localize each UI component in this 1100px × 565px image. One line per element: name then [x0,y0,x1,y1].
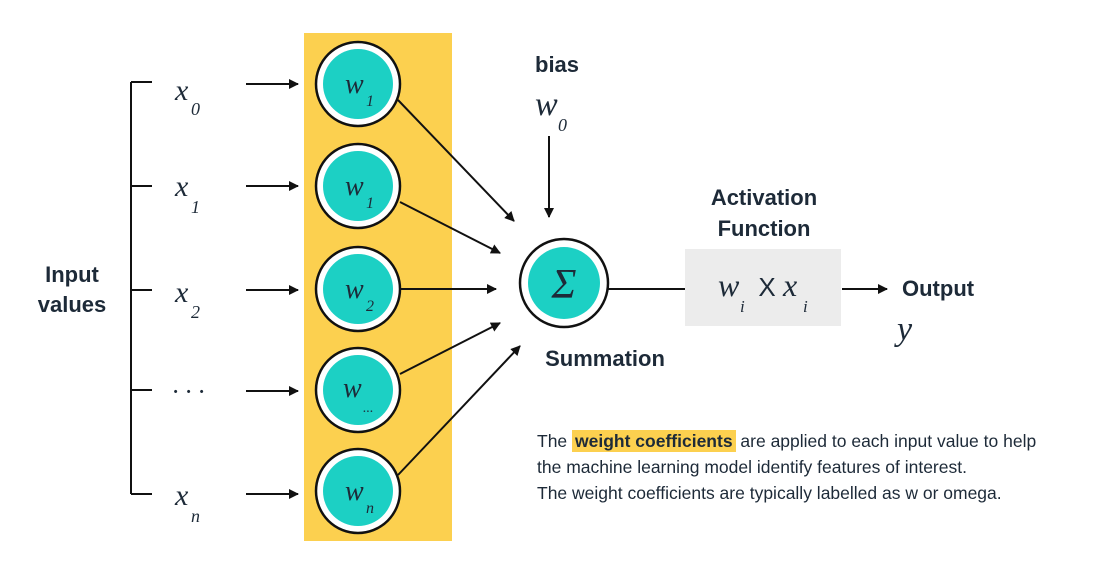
weight-subscript: n [366,500,374,517]
note-prefix: The [537,431,573,451]
weight-coefficients-highlight: weight coefficients [572,430,736,452]
weight-to-sum-arrow [397,345,521,476]
input-x1: x 1 [174,170,200,217]
input-xn: x n [174,479,200,526]
summation-label: Summation [545,346,665,371]
bias-subscript: 0 [558,115,567,135]
weight-node-w1b: w 1 [314,142,402,230]
activation-times: X [758,272,775,302]
bias-label: bias [535,52,579,77]
summation-node: Σ [518,237,610,329]
weight-to-sum-arrow [399,322,501,375]
input-symbol: x [174,276,189,309]
input-subscript: 0 [191,99,200,119]
input-symbol: x [174,170,189,203]
weight-symbol: w [343,373,362,404]
weight-node-wdots: w ... [314,346,402,434]
weight-to-sum-arrow [397,99,515,222]
weight-node-w2: w 2 [314,245,402,333]
input-symbol: x [174,74,189,107]
input-x2: x 2 [174,276,200,322]
input-symbol: x [174,479,189,512]
activation-w: w [718,267,740,303]
activation-w-subscript: i [740,297,745,316]
input-values-label-line2: values [38,292,107,317]
weight-symbol: w [345,171,364,202]
input-bracket [130,81,152,495]
weight-subscript: 1 [366,93,374,110]
input-ellipsis: · · · [172,377,205,406]
activation-x-subscript: i [803,297,808,316]
weight-symbol: w [345,476,364,507]
sigma-symbol: Σ [551,262,577,308]
activation-box [685,249,841,326]
note-suffix: are applied to each input value to help [735,431,1037,451]
input-subscript: 2 [191,302,200,322]
weight-symbol: w [345,69,364,100]
note-line-1: The weight coefficients are applied to e… [537,428,1097,454]
weight-symbol: w [345,274,364,305]
output-label: Output [902,276,975,301]
activation-title-line2: Function [718,216,811,241]
activation-x: x [782,267,797,303]
weight-node-w1a: w 1 [314,40,402,128]
weight-to-sum-arrow [399,201,501,254]
weight-node-wn: w n [314,447,402,535]
weight-coefficients-note: The weight coefficients are applied to e… [537,428,1097,506]
output-symbol: y [894,311,913,348]
note-line-3: The weight coefficients are typically la… [537,483,1002,503]
input-x0: x 0 [174,74,200,119]
input-symbol: · · · [172,377,205,406]
weight-subscript: 2 [366,298,374,315]
input-values-label-line1: Input [45,262,99,287]
input-subscript: 1 [191,197,200,217]
activation-title-line1: Activation [711,185,817,210]
input-subscript: n [191,506,200,526]
weight-subscript: ... [363,401,374,416]
note-line-2: the machine learning model identify feat… [537,457,967,477]
weight-subscript: 1 [366,195,374,212]
bias-symbol: w [535,86,558,123]
